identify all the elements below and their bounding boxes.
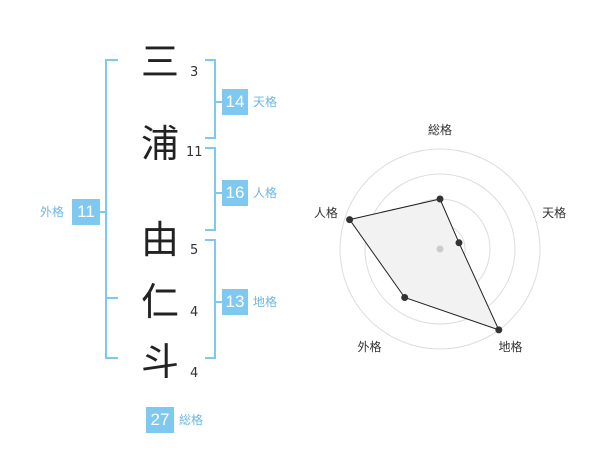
name-char-4: 仁 [140,280,179,324]
soukaku-label: 総格 [179,413,204,427]
stroke-count-5: 4 [190,366,199,381]
name-char-5: 斗 [140,340,179,384]
radar-ring-4 [339,148,541,350]
radar-axis-label-4: 外格 [357,340,382,355]
tenkaku-badge: 14 [222,89,248,115]
radar-axis-label-3: 地格 [498,340,523,355]
stroke-count-2: 11 [186,145,203,160]
soukaku-badge: 27 [146,407,174,433]
jinkaku-badge: 16 [222,180,248,206]
radar-axis-label-5: 人格 [313,205,338,220]
stroke-count-1: 3 [190,65,199,80]
tenkaku-bracket [205,59,216,139]
radar-point-1 [436,195,444,203]
stroke-count-3: 5 [190,243,199,258]
chikaku-label: 地格 [253,295,278,309]
gaikaku-bracket [105,59,118,359]
radar-polygon [348,198,500,331]
stroke-count-4: 4 [190,305,199,320]
radar-point-5 [346,216,354,224]
radar-axis-label-1: 総格 [427,123,452,137]
name-char-2: 浦 [140,122,179,166]
gaikaku-badge: 11 [72,199,100,225]
gaikaku-label: 外格 [40,205,65,219]
radar-point-3 [495,326,503,334]
tenkaku-label: 天格 [253,95,278,109]
radar-point-2 [455,239,463,247]
name-char-1: 三 [140,40,179,84]
jinkaku-bracket [205,147,216,231]
radar-ring-3 [364,173,516,325]
jinkaku-label: 人格 [253,186,278,200]
radar-points [346,195,503,334]
chikaku-badge: 13 [222,289,248,315]
radar-point-4 [401,294,409,301]
name-char-3: 由 [140,218,179,262]
radar-center-dot [436,245,444,253]
radar-axis-label-2: 天格 [542,205,567,220]
chikaku-bracket [205,239,216,359]
